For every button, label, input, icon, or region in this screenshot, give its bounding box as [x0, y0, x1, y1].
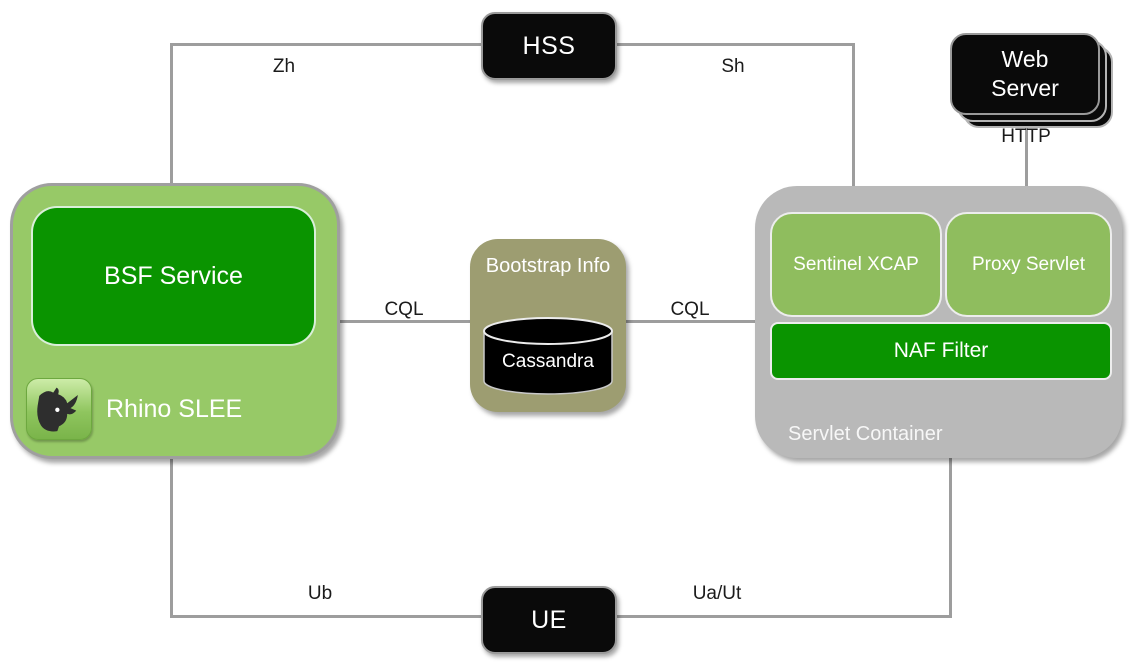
node-naf-filter: NAF Filter: [770, 322, 1112, 380]
rhino-slee-caption: Rhino SLEE: [26, 378, 242, 440]
bootstrap-info-label: Bootstrap Info: [485, 255, 611, 277]
edge-label-cql-right: CQL: [670, 299, 710, 320]
rhino-slee-label: Rhino SLEE: [106, 394, 243, 423]
node-hss: HSS: [481, 12, 617, 80]
node-sentinel-xcap: Sentinel XCAP: [770, 212, 942, 317]
edge-label-zh: Zh: [272, 56, 296, 77]
node-servlet-container: Sentinel XCAP Proxy Servlet NAF Filter S…: [755, 186, 1122, 458]
web-server-label: Web Server: [991, 46, 1059, 101]
edge-label-http: HTTP: [1001, 126, 1051, 147]
node-bootstrap-info: Bootstrap Info Cassandra: [470, 239, 626, 412]
proxy-servlet-label: Proxy Servlet: [972, 253, 1085, 275]
edge-label-cql-left: CQL: [384, 299, 424, 320]
edge-ub-vertical: [170, 457, 173, 618]
edge-label-ub: Ub: [307, 583, 333, 604]
rhino-logo-icon: [26, 378, 92, 440]
edge-uaut-vertical: [949, 457, 952, 618]
servlet-container-label: Servlet Container: [788, 423, 943, 445]
web-server-front-layer: Web Server: [950, 33, 1100, 115]
bsf-service-label: BSF Service: [104, 261, 243, 290]
edge-label-sh: Sh: [721, 56, 745, 77]
node-bsf-service: BSF Service: [31, 206, 316, 346]
node-ue: UE: [481, 586, 617, 654]
sentinel-xcap-label: Sentinel XCAP: [793, 253, 919, 275]
database-cylinder-icon: Cassandra: [482, 315, 614, 401]
edge-sh-vertical: [852, 43, 855, 213]
node-proxy-servlet: Proxy Servlet: [945, 212, 1112, 317]
naf-filter-label: NAF Filter: [893, 339, 989, 362]
edge-http-vertical: [1025, 113, 1028, 213]
node-rhino-slee: BSF Service Rhino SLEE: [10, 183, 340, 459]
node-web-server: Web Server: [950, 33, 1113, 128]
cassandra-label: Cassandra: [502, 351, 594, 372]
ue-label: UE: [531, 605, 567, 634]
hss-label: HSS: [522, 31, 576, 60]
edge-label-ua-ut: Ua/Ut: [692, 583, 742, 604]
edge-zh-vertical: [170, 43, 173, 185]
